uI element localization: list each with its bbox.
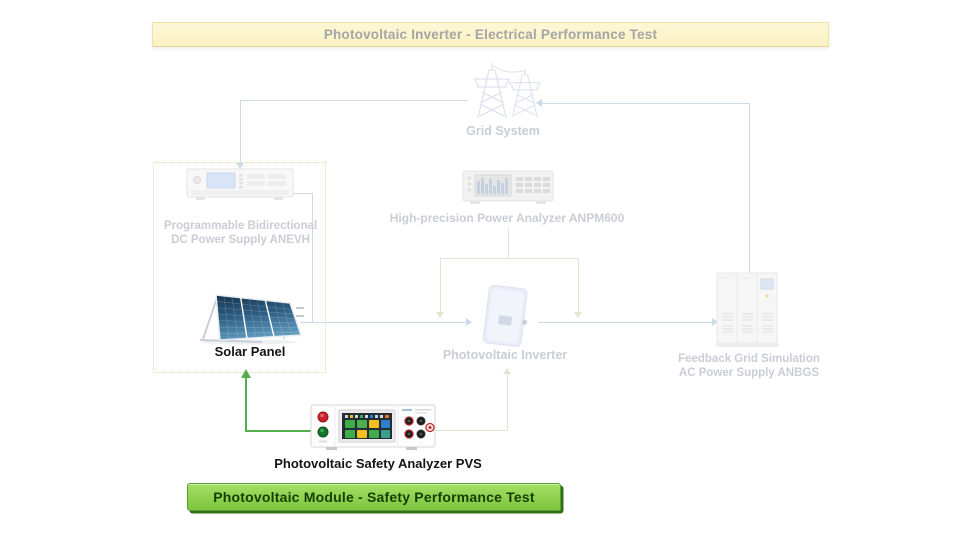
line-grid-to-dc-vertical	[240, 100, 241, 163]
inverter-label: Photovoltaic Inverter	[442, 348, 568, 362]
line-analyzer-right-tap	[578, 258, 579, 312]
line-analyzer-branch	[440, 258, 579, 259]
dc-power-supply-label: Programmable Bidirectional DC Power Supp…	[158, 219, 323, 248]
dc-power-supply-icon	[186, 168, 294, 200]
ac-power-supply-icon	[716, 272, 779, 347]
ac-power-supply-label-line2: AC Power Supply ANBGS	[678, 367, 820, 380]
power-analyzer-label: High-precision Power Analyzer ANPM600	[389, 211, 625, 225]
power-analyzer-icon	[462, 170, 554, 204]
line-analyzer-down	[508, 228, 509, 258]
solar-panel-icon	[199, 294, 304, 345]
line-pvs-to-solar-horizontal	[245, 430, 313, 432]
grid-towers-icon	[473, 63, 540, 119]
line-ac-supply-to-grid	[542, 103, 750, 104]
arrow-tap-ac-line	[574, 312, 582, 318]
inverter-icon	[482, 284, 528, 347]
arrow-into-inverter	[466, 318, 472, 326]
line-ac-supply-up	[749, 103, 750, 273]
line-pvs-to-solar-vertical	[245, 378, 247, 432]
dc-power-supply-label-line2: DC Power Supply ANEVH	[171, 234, 310, 247]
ac-power-supply-label-line1: Feedback Grid Simulation	[678, 353, 820, 365]
arrow-tap-dc-line	[436, 312, 444, 318]
safety-analyzer-icon	[310, 404, 436, 450]
solar-panel-label: Solar Panel	[214, 344, 286, 359]
line-analyzer-left-tap	[440, 258, 441, 312]
safety-performance-test-banner: Photovoltaic Module - Safety Performance…	[187, 483, 561, 511]
dashed-region-box	[153, 162, 326, 373]
arrow-into-dc-supply	[236, 163, 244, 169]
arrow-into-grid-system	[536, 99, 542, 107]
arrow-pvs-into-inverter	[503, 368, 511, 374]
line-dc-supply-stub	[292, 193, 312, 194]
arrow-pvs-into-solar-panel	[241, 369, 251, 378]
line-inverter-to-ac-supply	[538, 322, 712, 323]
dc-power-supply-label-line1: Programmable Bidirectional	[163, 220, 318, 232]
electrical-performance-test-banner: Photovoltaic Inverter - Electrical Perfo…	[152, 22, 829, 47]
line-grid-to-dc-horizontal	[240, 100, 468, 101]
line-pvs-to-inverter-vertical	[507, 374, 508, 430]
ac-power-supply-label: Feedback Grid Simulation AC Power Supply…	[668, 352, 830, 381]
line-dc-supply-down	[312, 193, 313, 323]
arrow-into-ac-supply	[712, 318, 718, 326]
line-pvs-to-inverter-horizontal	[434, 430, 507, 431]
safety-analyzer-label: Photovoltaic Safety Analyzer PVS	[274, 456, 482, 471]
grid-system-label: Grid System	[466, 124, 540, 138]
line-solar-to-inverter	[300, 322, 466, 323]
